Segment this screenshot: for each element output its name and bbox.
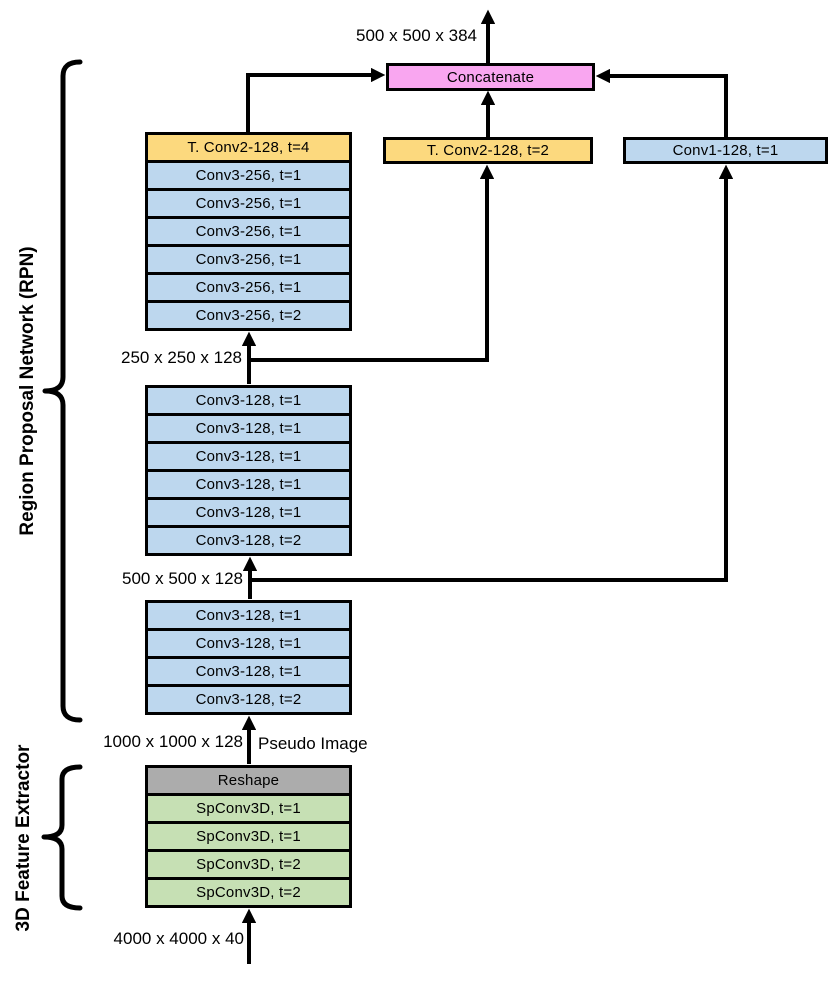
layer-row: Conv3-128, t=2 [145, 525, 352, 556]
layer-row: Conv3-256, t=1 [145, 244, 352, 275]
layer-row: Conv3-128, t=1 [145, 600, 352, 631]
input-dim-label: 4000 x 4000 x 40 [113, 929, 244, 948]
layer-row: Conv3-128, t=1 [145, 413, 352, 444]
layer-row: Conv3-256, t=1 [145, 216, 352, 247]
dim-1000-label: 1000 x 1000 x 128 [103, 732, 243, 751]
layer-row: SpConv3D, t=2 [145, 877, 352, 908]
layer-row: Conv3-128, t=1 [145, 628, 352, 659]
layer-row: Conv3-128, t=2 [145, 684, 352, 715]
layer-row: Conv3-256, t=1 [145, 272, 352, 303]
layer-row: Reshape [145, 765, 352, 796]
feature-extractor-side-label: 3D Feature Extractor [13, 744, 34, 932]
layer-row: Conv3-128, t=1 [145, 385, 352, 416]
rpn-side-label: Region Proposal Network (RPN) [17, 246, 38, 536]
pseudo-image-label: Pseudo Image [258, 734, 368, 753]
dim-250-label: 250 x 250 x 128 [121, 348, 242, 367]
arrow-upper-to-concat [246, 67, 386, 132]
dim-500-label: 500 x 500 x 128 [122, 569, 243, 588]
layer-row: SpConv3D, t=2 [145, 849, 352, 880]
layer-row: SpConv3D, t=1 [145, 821, 352, 852]
layer-row: Conv3-256, t=2 [145, 300, 352, 331]
concatenate-box: Concatenate [386, 63, 595, 91]
layer-row: Conv3-128, t=1 [145, 441, 352, 472]
feature-extractor-brace [41, 764, 83, 911]
layer-row: T. Conv2-128, t=4 [145, 132, 352, 163]
layer-row: Conv3-128, t=1 [145, 656, 352, 687]
layer-row: Conv3-128, t=1 [145, 469, 352, 500]
layer-row: Conv3-128, t=1 [145, 497, 352, 528]
layer-row: SpConv3D, t=1 [145, 793, 352, 824]
rpn-brace [42, 59, 83, 723]
layer-row: Conv3-256, t=1 [145, 160, 352, 191]
output-dim-label: 500 x 500 x 384 [356, 26, 477, 45]
arrow-conv1-to-concat [595, 68, 728, 137]
conv1-t1-box: Conv1-128, t=1 [623, 137, 828, 164]
arrow-branch-to-conv1 [250, 164, 734, 582]
layer-row: Conv3-256, t=1 [145, 188, 352, 219]
arrow-branch-to-tconv2 [249, 164, 495, 362]
tconv2-t2-box: T. Conv2-128, t=2 [383, 137, 593, 164]
